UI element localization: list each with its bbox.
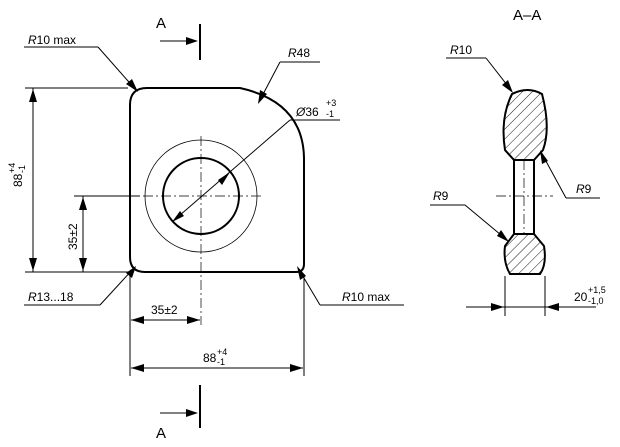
- r48-text: 48: [297, 46, 311, 60]
- section-letter-bottom: A: [156, 425, 166, 442]
- thickness-dim-upper: +1,5: [588, 285, 606, 295]
- section-arrow-bottom-head: [186, 409, 198, 417]
- diameter-callout: Ø36 +3 -1: [171, 98, 340, 223]
- diameter-upper: +3: [326, 98, 336, 108]
- front-view-outline: [129, 87, 305, 273]
- svg-text:Ø36: Ø36: [295, 105, 319, 119]
- svg-text:R10 max: R10 max: [342, 290, 390, 304]
- width-dimension: 88 +4 -1: [131, 274, 305, 376]
- hole-width-dim-text: 35±2: [151, 303, 178, 317]
- svg-text:R10 max: R10 max: [28, 33, 76, 47]
- r10-top-left-text: 10 max: [37, 33, 76, 47]
- hole-height-dim-text: 35±2: [66, 223, 80, 250]
- diameter-symbol: Ø: [295, 105, 306, 119]
- svg-text:R48: R48: [288, 46, 310, 60]
- section-r9-left-prefix: R: [433, 189, 442, 203]
- r10-bottom-right-prefix: R: [342, 290, 351, 304]
- height-dimension: 88 +4 -1: [7, 87, 128, 273]
- svg-text:R13...18: R13...18: [28, 290, 74, 304]
- section-r10-text: 10: [459, 43, 473, 57]
- section-thickness-dimension: 20 +1,5 -1,0: [466, 276, 606, 316]
- r48-callout: R48: [258, 46, 320, 104]
- r10-top-left-prefix: R: [28, 33, 37, 47]
- hole-width-dimension: 35±2: [129, 274, 200, 376]
- r10-bottom-right-callout: R10 max: [297, 266, 404, 306]
- section-marker-bottom: A: [156, 385, 201, 442]
- height-dim-upper: +4: [7, 163, 17, 173]
- section-marker-top: A: [156, 15, 201, 60]
- section-r9-left-callout: R9: [430, 189, 509, 242]
- r13-18-text: 13...18: [37, 290, 74, 304]
- height-dim-lower: -1: [17, 165, 27, 173]
- diameter-lower: -1: [326, 109, 334, 119]
- section-letter-top: A: [156, 15, 166, 32]
- section-r10-prefix: R: [450, 43, 459, 57]
- height-dim-value: 88: [11, 173, 25, 187]
- diameter-value: 36: [305, 105, 319, 119]
- section-r9-left-text: 9: [442, 189, 449, 203]
- svg-text:R9: R9: [576, 182, 592, 196]
- thickness-dim-lower: -1,0: [588, 296, 604, 306]
- section-r9-right-text: 9: [585, 182, 592, 196]
- section-r9-right-prefix: R: [576, 182, 585, 196]
- r13-18-prefix: R: [28, 290, 37, 304]
- width-dim-upper: +4: [217, 347, 227, 357]
- svg-text:R9: R9: [433, 189, 449, 203]
- section-lower-body: [503, 233, 546, 275]
- r48-prefix: R: [288, 46, 297, 60]
- section-r9-right-callout: R9: [540, 150, 600, 199]
- section-r10-callout: R10: [446, 43, 513, 93]
- section-view-title: A–A: [513, 7, 541, 24]
- r13-18-callout: R13...18: [24, 266, 136, 306]
- thickness-dim-value: 20: [574, 290, 588, 304]
- r10-top-left-callout: R10 max: [24, 33, 138, 92]
- width-dim-value: 88: [203, 351, 217, 365]
- r10-bottom-right-text: 10 max: [351, 290, 390, 304]
- section-arrow-top-head: [186, 37, 198, 45]
- width-dim-lower: -1: [217, 357, 225, 367]
- section-upper-body: [502, 89, 548, 161]
- hole-height-dimension: 35±2: [66, 195, 140, 272]
- svg-text:R10: R10: [450, 43, 472, 57]
